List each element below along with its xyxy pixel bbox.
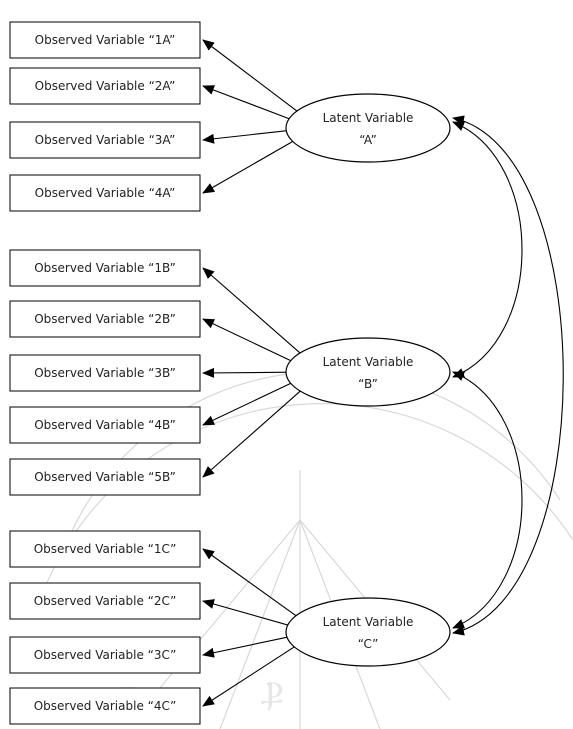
observed-variable-4c: Observed Variable “4C” [9,687,201,725]
observed-variable-1c: Observed Variable “1C” [9,530,201,568]
loading-arrow-c-4c [202,644,298,707]
observed-variable-label: Observed Variable “4B” [34,418,176,432]
observed-variable-box [9,636,201,674]
observed-variable-5b: Observed Variable “5B” [9,458,201,496]
covariance-arrow-a-c [452,115,564,636]
observed-variable-label: Observed Variable “3C” [34,648,177,662]
observed-variable-box [9,21,201,59]
observed-variable-label: Observed Variable “1A” [35,33,176,47]
loading-arrow-a-1a [202,39,300,114]
observed-variable-box [9,174,201,212]
observed-variable-4b: Observed Variable “4B” [9,406,201,444]
latent-variable-label-line2: “C” [358,637,379,651]
loading-arrow-a-4a [202,139,296,194]
observed-variable-label: Observed Variable “5B” [34,470,176,484]
observed-variable-box [9,687,201,725]
loading-arrow-b-1b [202,267,303,356]
observed-variable-1a: Observed Variable “1A” [9,21,201,59]
observed-variable-2b: Observed Variable “2B” [9,300,201,338]
loading-arrow-a-3a [202,129,291,144]
latent-variables-layer: Latent Variable“A”Latent Variable“B”Late… [285,93,451,667]
latent-variable-a: Latent Variable “A” [285,93,451,163]
loading-arrow-c-2c [202,599,292,627]
observed-variable-3b: Observed Variable “3B” [9,354,201,392]
observed-variable-label: Observed Variable “3B” [34,366,176,380]
observed-variable-1b: Observed Variable “1B” [9,249,201,287]
latent-variable-c: Latent Variable “C” [285,597,451,667]
loading-arrow-b-3b [202,367,291,378]
observed-variable-box [9,300,201,338]
observed-variable-2a: Observed Variable “2A” [9,67,201,105]
observed-variable-box [9,249,201,287]
latent-variable-label-line2: “A” [359,133,377,147]
observed-variable-label: Observed Variable “2B” [34,312,176,326]
observed-variable-box [9,582,201,620]
loading-arrow-a-2a [202,85,293,121]
observed-variable-label: Observed Variable “2C” [34,594,177,608]
latent-variable-ellipse [285,93,451,163]
loading-arrow-b-2b [202,318,295,363]
latent-variable-label-line2: “B” [358,377,378,391]
covariance-arrow-b-c [452,371,523,629]
observed-variable-box [9,406,201,444]
observed-variable-box [9,121,201,159]
observed-variable-label: Observed Variable “2A” [35,79,176,93]
observed-variable-3c: Observed Variable “3C” [9,636,201,674]
loading-arrow-c-3c [202,635,291,658]
observed-variable-label: Observed Variable “1C” [34,542,177,556]
svg-text:Ⳁ: Ⳁ [260,674,283,714]
loading-arrow-b-5b [202,388,303,478]
observed-variable-box [9,67,201,105]
observed-variable-box [9,458,201,496]
observed-variable-label: Observed Variable “1B” [34,261,176,275]
loading-arrow-c-1c [202,548,299,618]
latent-variable-ellipse [285,597,451,667]
observed-variable-box [9,530,201,568]
observed-variable-label: Observed Variable “4C” [34,699,177,713]
observed-variable-3a: Observed Variable “3A” [9,121,201,159]
observed-variables-layer: Observed Variable “1A” Observed Variable … [9,21,201,725]
observed-variable-label: Observed Variable “4A” [35,186,176,200]
latent-variable-b: Latent Variable “B” [285,337,451,407]
latent-variable-ellipse [285,337,451,407]
edges-layer [202,39,564,707]
observed-variable-label: Observed Variable “3A” [35,133,176,147]
observed-variable-box [9,354,201,392]
loading-arrow-b-4b [202,381,295,426]
covariance-arrow-a-b [452,121,523,378]
observed-variable-4a: Observed Variable “4A” [9,174,201,212]
latent-variable-label-line1: Latent Variable [323,355,414,369]
observed-variable-2c: Observed Variable “2C” [9,582,201,620]
latent-variable-label-line1: Latent Variable [323,111,414,125]
latent-variable-label-line1: Latent Variable [323,615,414,629]
